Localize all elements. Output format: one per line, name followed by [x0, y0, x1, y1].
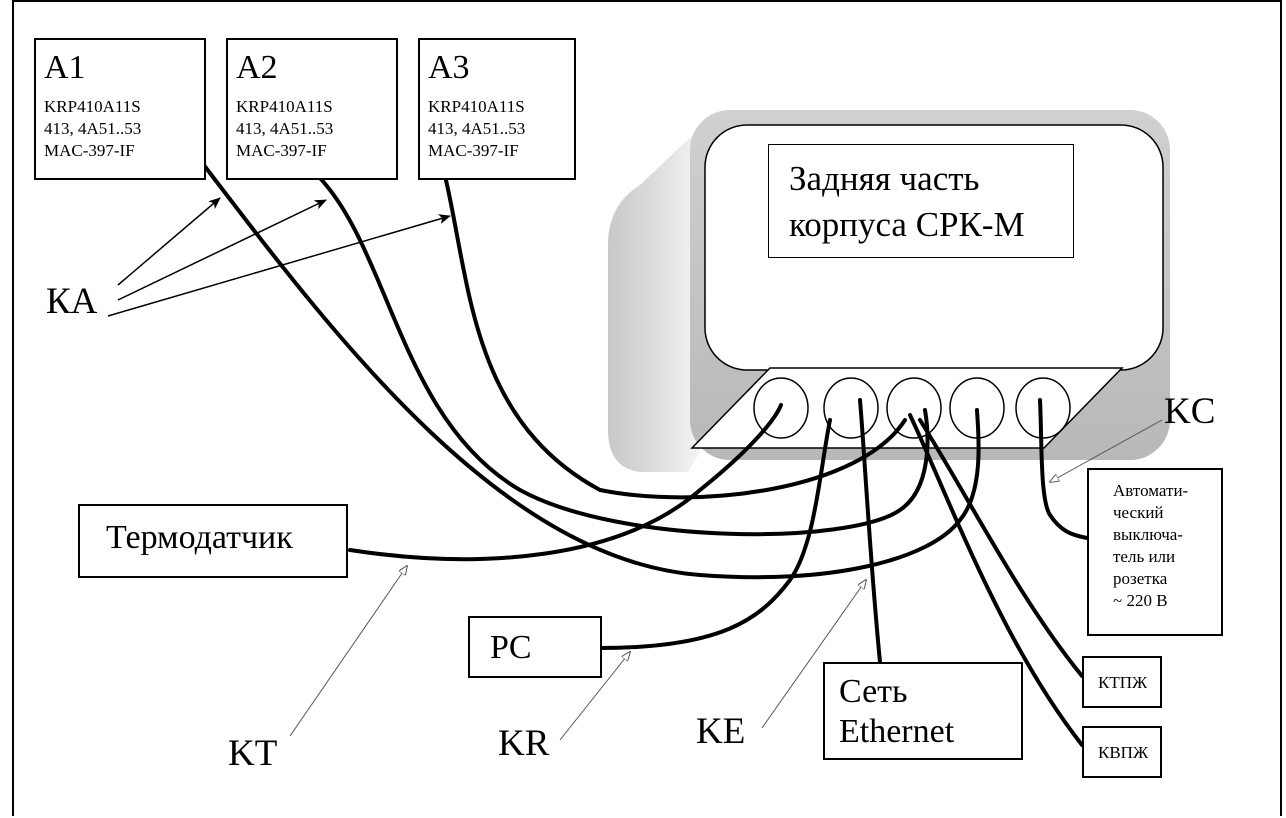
outer-frame	[12, 0, 1282, 816]
module-a3-title: А3	[428, 49, 470, 86]
ktpzh-label: КТПЖ	[1098, 673, 1148, 692]
ethernet-label-line1: Сеть	[839, 673, 908, 710]
cable-a2	[316, 174, 930, 537]
switch-line2: ческий	[1113, 503, 1164, 522]
module-a3-line2: 413, 4A51..53	[428, 119, 526, 138]
housing-label: Задняя часть корпуса СРК-М	[768, 144, 1074, 258]
thermo-sensor-label: Термодатчик	[106, 519, 293, 556]
switch-line6: ~ 220 В	[1113, 591, 1168, 610]
thermo-sensor-box: Термодатчик	[78, 504, 348, 578]
switch-line1: Автомати-	[1113, 481, 1189, 500]
housing-label-line1: Задняя часть	[789, 159, 980, 198]
ethernet-box: Сеть Ethernet	[823, 662, 1023, 760]
label-kr: KR	[498, 723, 550, 764]
module-a2-line2: 413, 4A51..53	[236, 119, 334, 138]
module-a1-line3: MAC-397-IF	[44, 141, 135, 160]
ethernet-label-line2: Ethernet	[839, 713, 955, 750]
connector-5	[1015, 377, 1071, 439]
ktpzh-box: КТПЖ	[1082, 656, 1162, 708]
cable-kvpzh	[908, 413, 1084, 747]
housing-shadow	[608, 128, 700, 472]
module-a1-line1: KRP410A11S	[44, 97, 141, 116]
connector-2	[823, 377, 879, 439]
cables	[198, 158, 1089, 747]
module-a1-line2: 413, 4A51..53	[44, 119, 142, 138]
ka-arrows	[107, 197, 451, 317]
switch-line3: выключа-	[1113, 525, 1184, 544]
label-ke: KE	[696, 711, 746, 752]
pc-label: PC	[490, 629, 532, 666]
module-a1: А1 KRP410A11S 413, 4A51..53 MAC-397-IF	[34, 38, 206, 180]
module-a3: А3 KRP410A11S 413, 4A51..53 MAC-397-IF	[418, 38, 576, 180]
pc-box: PC	[468, 616, 602, 678]
label-ka: КА	[46, 281, 98, 322]
pointer-arrows	[289, 419, 1163, 741]
module-a2: А2 KRP410A11S 413, 4A51..53 MAC-397-IF	[226, 38, 398, 180]
module-a2-line1: KRP410A11S	[236, 97, 333, 116]
cable-pc	[598, 418, 832, 650]
label-kt: KT	[228, 733, 278, 774]
module-a2-line3: MAC-397-IF	[236, 141, 327, 160]
switch-box: Автомати- ческий выключа- тель или розет…	[1087, 468, 1223, 636]
cable-ktpzh	[918, 418, 1084, 678]
housing-label-line2: корпуса СРК-М	[789, 205, 1025, 244]
module-a3-line1: KRP410A11S	[428, 97, 525, 116]
kvpzh-box: КВПЖ	[1082, 726, 1162, 778]
module-a2-title: А2	[236, 49, 278, 86]
kvpzh-label: КВПЖ	[1098, 743, 1149, 762]
switch-line4: тель или	[1113, 547, 1176, 566]
cable-switch	[1038, 398, 1089, 540]
module-a1-title: А1	[44, 49, 86, 86]
cable-thermo	[348, 403, 783, 562]
cable-a3	[443, 174, 907, 500]
switch-line5: розетка	[1113, 569, 1168, 588]
connector-3	[886, 377, 942, 439]
module-a3-line3: MAC-397-IF	[428, 141, 519, 160]
label-kc: KC	[1164, 391, 1216, 432]
cable-ethernet	[858, 398, 882, 664]
